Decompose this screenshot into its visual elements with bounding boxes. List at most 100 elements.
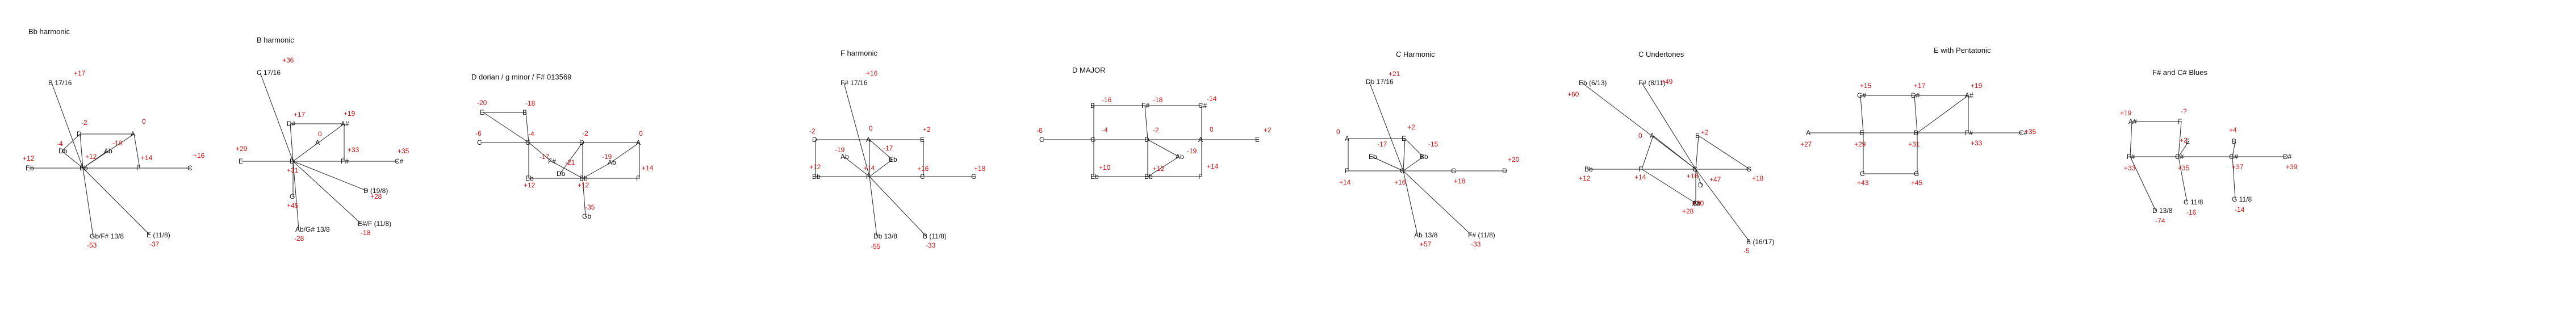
cents-deviation: +33 bbox=[348, 146, 359, 154]
note-label: Ab bbox=[104, 147, 112, 155]
cents-deviation: +17 bbox=[74, 69, 86, 77]
cents-deviation: -4 bbox=[528, 130, 534, 138]
lattice-title: E with Pentatonic bbox=[1934, 46, 1991, 55]
note-b: B+31 bbox=[287, 157, 299, 174]
lattice-edge bbox=[1403, 170, 1418, 236]
cents-deviation: +14 bbox=[863, 164, 875, 172]
note-g: G#+15 bbox=[1857, 82, 1872, 99]
note-f: F#+33 bbox=[2124, 153, 2136, 172]
lattice-edge bbox=[582, 162, 612, 179]
lattice-edge bbox=[1147, 156, 1180, 177]
lattice-edge bbox=[483, 112, 529, 143]
lattice-edge bbox=[61, 133, 81, 152]
lattice-edge bbox=[290, 123, 294, 162]
lattice-edge bbox=[1860, 95, 1864, 133]
note-label: E bbox=[920, 136, 925, 144]
note-label: A bbox=[1650, 132, 1654, 140]
note-label: D# bbox=[287, 120, 296, 128]
note-label: Ab bbox=[840, 153, 849, 161]
lattice-edge bbox=[559, 142, 583, 174]
note-label: B 17/16 bbox=[48, 79, 72, 87]
note-label: D 13/8 bbox=[2152, 207, 2173, 215]
note-label: Bb bbox=[80, 164, 88, 172]
lattice-edge bbox=[2232, 156, 2236, 200]
note-label: D# bbox=[1911, 91, 1920, 99]
cents-deviation: +35 bbox=[2178, 164, 2190, 172]
cents-deviation: +16 bbox=[917, 165, 929, 173]
lattice-title: Bb harmonic bbox=[28, 27, 70, 36]
cents-deviation: +33 bbox=[1971, 139, 1983, 147]
note-ab-g-13-8: Ab/G# 13/8-28 bbox=[294, 225, 330, 242]
lattice-title: D dorian / g minor / F# 013569 bbox=[471, 73, 571, 81]
cents-deviation: 0 bbox=[142, 118, 146, 125]
cents-deviation: -28 bbox=[294, 235, 304, 242]
note-label: Bb bbox=[812, 173, 821, 181]
note-label: Eb bbox=[1090, 173, 1099, 181]
note-label: A bbox=[636, 139, 641, 146]
note-bb: Bb+12 bbox=[80, 153, 97, 172]
note-bb: Bb +12 bbox=[809, 163, 821, 181]
note-eb: Eb-17 bbox=[1369, 140, 1387, 161]
cents-deviation: +12 bbox=[524, 181, 536, 189]
lattice-edge bbox=[869, 176, 877, 237]
cents-deviation: +43 bbox=[1857, 179, 1869, 187]
lattice-edge bbox=[1695, 169, 1750, 242]
cents-deviation: -17 bbox=[540, 153, 550, 161]
cents-deviation: +35 bbox=[398, 147, 409, 155]
cents-deviation: +12 bbox=[809, 163, 821, 171]
lattice-edge bbox=[1404, 138, 1424, 157]
lattice-edge bbox=[82, 168, 94, 237]
note-label: C# bbox=[395, 157, 404, 165]
note-g: G+45 bbox=[287, 192, 299, 210]
note-f: F-? bbox=[2178, 107, 2187, 125]
note-label: Db bbox=[557, 170, 566, 178]
note-b-16-17: B (16/17)-5 bbox=[1743, 238, 1774, 255]
note-f: F+14 bbox=[1339, 167, 1351, 186]
note-label: C bbox=[1400, 167, 1405, 175]
note-f: F+14 bbox=[1634, 165, 1646, 181]
note-label: B bbox=[2232, 137, 2236, 145]
note-bb: Bb-15 bbox=[1420, 140, 1438, 161]
note-b: B-18 bbox=[522, 99, 536, 116]
note-b: B-16 bbox=[1090, 96, 1112, 110]
cents-deviation: -2 bbox=[81, 119, 87, 127]
cents-deviation: +10 bbox=[1099, 164, 1111, 171]
note-label: D bbox=[1502, 167, 1507, 175]
note-c: C+16 bbox=[187, 152, 205, 172]
cents-deviation: -21 bbox=[565, 158, 575, 166]
lattice-title: F# and C# Blues bbox=[2152, 68, 2207, 77]
cents-deviation: -16 bbox=[1102, 96, 1112, 104]
cents-deviation: 0 bbox=[869, 124, 873, 132]
note-label: Eb bbox=[26, 164, 34, 172]
note-label: E#/F (11/8) bbox=[358, 220, 391, 228]
cents-deviation: +18 bbox=[1752, 174, 1764, 182]
note-label: C# bbox=[1692, 199, 1701, 207]
lattice-edge bbox=[318, 123, 345, 143]
note-b: B+4 bbox=[2229, 126, 2237, 145]
cents-deviation: -? bbox=[2181, 107, 2187, 115]
note-f-11-8: F# (11/8)-33 bbox=[1468, 231, 1495, 248]
lattice-edge bbox=[582, 178, 586, 217]
note-label: Eb bbox=[889, 156, 897, 164]
note-label: G bbox=[1746, 165, 1751, 173]
note-label: Gb/F# 13/8 bbox=[90, 232, 124, 240]
cents-deviation: 0 bbox=[1210, 125, 1214, 133]
note-eb: Eb+12 bbox=[524, 174, 536, 189]
note-f: F+14 bbox=[136, 154, 153, 172]
note-label: Bb bbox=[579, 174, 588, 182]
lattice-edge bbox=[2130, 156, 2156, 211]
note-label: Ab bbox=[1692, 199, 1701, 207]
note-label: C 17/16 bbox=[257, 69, 281, 77]
cents-deviation: -2 bbox=[582, 129, 588, 137]
lattice-edge bbox=[80, 133, 83, 169]
note-label: A bbox=[131, 130, 135, 138]
cents-deviation: +15 bbox=[1860, 82, 1872, 90]
note-c: C-6 bbox=[475, 129, 482, 146]
cents-deviation: -5 bbox=[1743, 247, 1750, 255]
lattice-edge bbox=[610, 142, 640, 163]
cents-deviation: +16 bbox=[193, 152, 205, 160]
note-f: F+14 bbox=[1198, 162, 1219, 181]
note-e: E+29 bbox=[236, 145, 248, 165]
